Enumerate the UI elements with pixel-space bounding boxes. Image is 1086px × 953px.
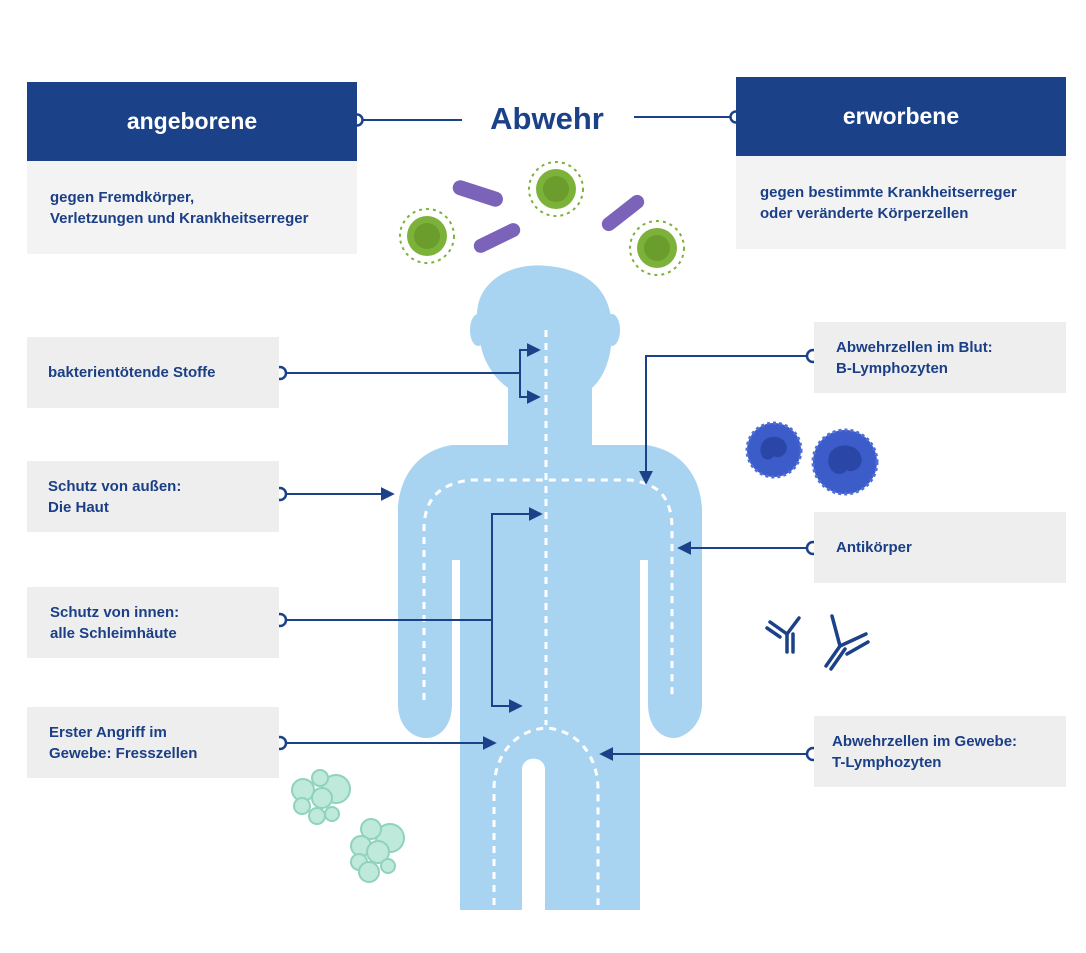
lymphocyte-icons	[745, 421, 879, 496]
label-b-lymphocytes: Abwehrzellen im Blut: B-Lymphozyten	[814, 322, 1066, 393]
virus-icons	[399, 161, 685, 276]
leg-gap	[522, 758, 545, 910]
adaptive-heading: erworbene	[736, 77, 1066, 156]
lymphocyte-icon	[745, 421, 803, 479]
label-phagocytes: Erster Angriff im Gewebe: Fresszellen	[27, 707, 279, 778]
bacterium-icon	[452, 180, 503, 207]
human-silhouette	[398, 265, 702, 910]
label-text: Abwehrzellen im Gewebe: T-Lymphozyten	[832, 732, 1018, 771]
adaptive-heading-text: erworbene	[842, 103, 960, 129]
antibody-icon	[765, 616, 801, 654]
lymphocyte-icon	[811, 428, 879, 496]
connector-lines	[280, 116, 813, 761]
bacterium-icon	[601, 194, 645, 232]
label-text: Antikörper	[836, 539, 912, 556]
label-text: bakterientötende Stoffe	[48, 364, 216, 381]
adaptive-description-text: gegen bestimmte Krankheitserreger oder v…	[760, 183, 1017, 222]
antibody-icon	[824, 614, 870, 671]
antibody-icons	[765, 614, 870, 671]
bacteria-icons	[452, 180, 645, 253]
label-mucous-membranes: Schutz von innen: alle Schleimhäute	[27, 587, 279, 658]
virus-icon	[528, 161, 584, 217]
bacterium-icon	[473, 223, 521, 253]
phagocyte-icon	[291, 769, 351, 825]
adaptive-description: gegen bestimmte Krankheitserreger oder v…	[736, 156, 1066, 249]
label-antibacterial-substances: bakterientötende Stoffe	[27, 337, 279, 408]
dashed-outlines	[422, 330, 674, 905]
phagocyte-icons	[291, 769, 405, 883]
innate-description-text: gegen Fremdkörper, Verletzungen und Kran…	[50, 188, 309, 227]
innate-heading: angeborene	[27, 82, 357, 161]
phagocyte-icon	[350, 818, 405, 883]
label-skin: Schutz von außen: Die Haut	[27, 461, 279, 532]
innate-heading-text: angeborene	[126, 108, 258, 134]
label-text: Abwehrzellen im Blut: B-Lymphozyten	[836, 338, 993, 377]
label-text: Schutz von außen: Die Haut	[48, 477, 182, 516]
label-text: Erster Angriff im Gewebe: Fresszellen	[49, 723, 198, 762]
virus-icon	[629, 220, 685, 276]
innate-description: gegen Fremdkörper, Verletzungen und Kran…	[27, 161, 357, 254]
label-t-lymphocytes: Abwehrzellen im Gewebe: T-Lymphozyten	[814, 716, 1066, 787]
diagram-title: Abwehr	[490, 101, 604, 136]
label-text: Schutz von innen: alle Schleimhäute	[50, 603, 180, 642]
label-antibodies: Antikörper	[814, 512, 1066, 583]
virus-icon	[399, 208, 455, 264]
